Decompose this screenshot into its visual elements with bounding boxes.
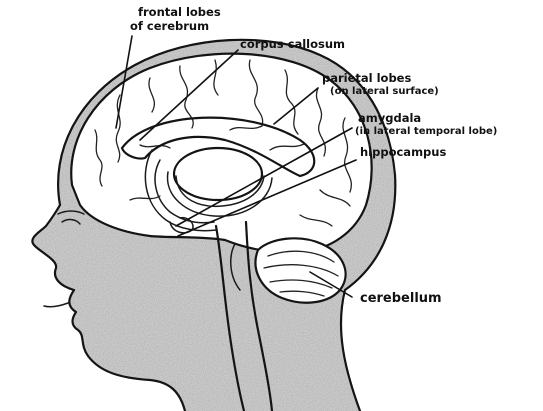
label-parietal-lobes-line1: parietal lobes [322, 71, 411, 85]
label-corpus-callosum: corpus callosum [240, 37, 345, 51]
label-frontal-lobes-line1: frontal lobes [138, 5, 221, 19]
label-hippocampus: hippocampus [360, 145, 446, 159]
label-amygdala-line1: amygdala [358, 111, 421, 125]
label-parietal-lobes-line2: (on lateral surface) [330, 86, 439, 97]
label-amygdala-line2: (in lateral temporal lobe) [355, 126, 497, 137]
label-cerebellum: cerebellum [360, 291, 442, 306]
label-frontal-lobes-line2: of cerebrum [130, 19, 209, 33]
